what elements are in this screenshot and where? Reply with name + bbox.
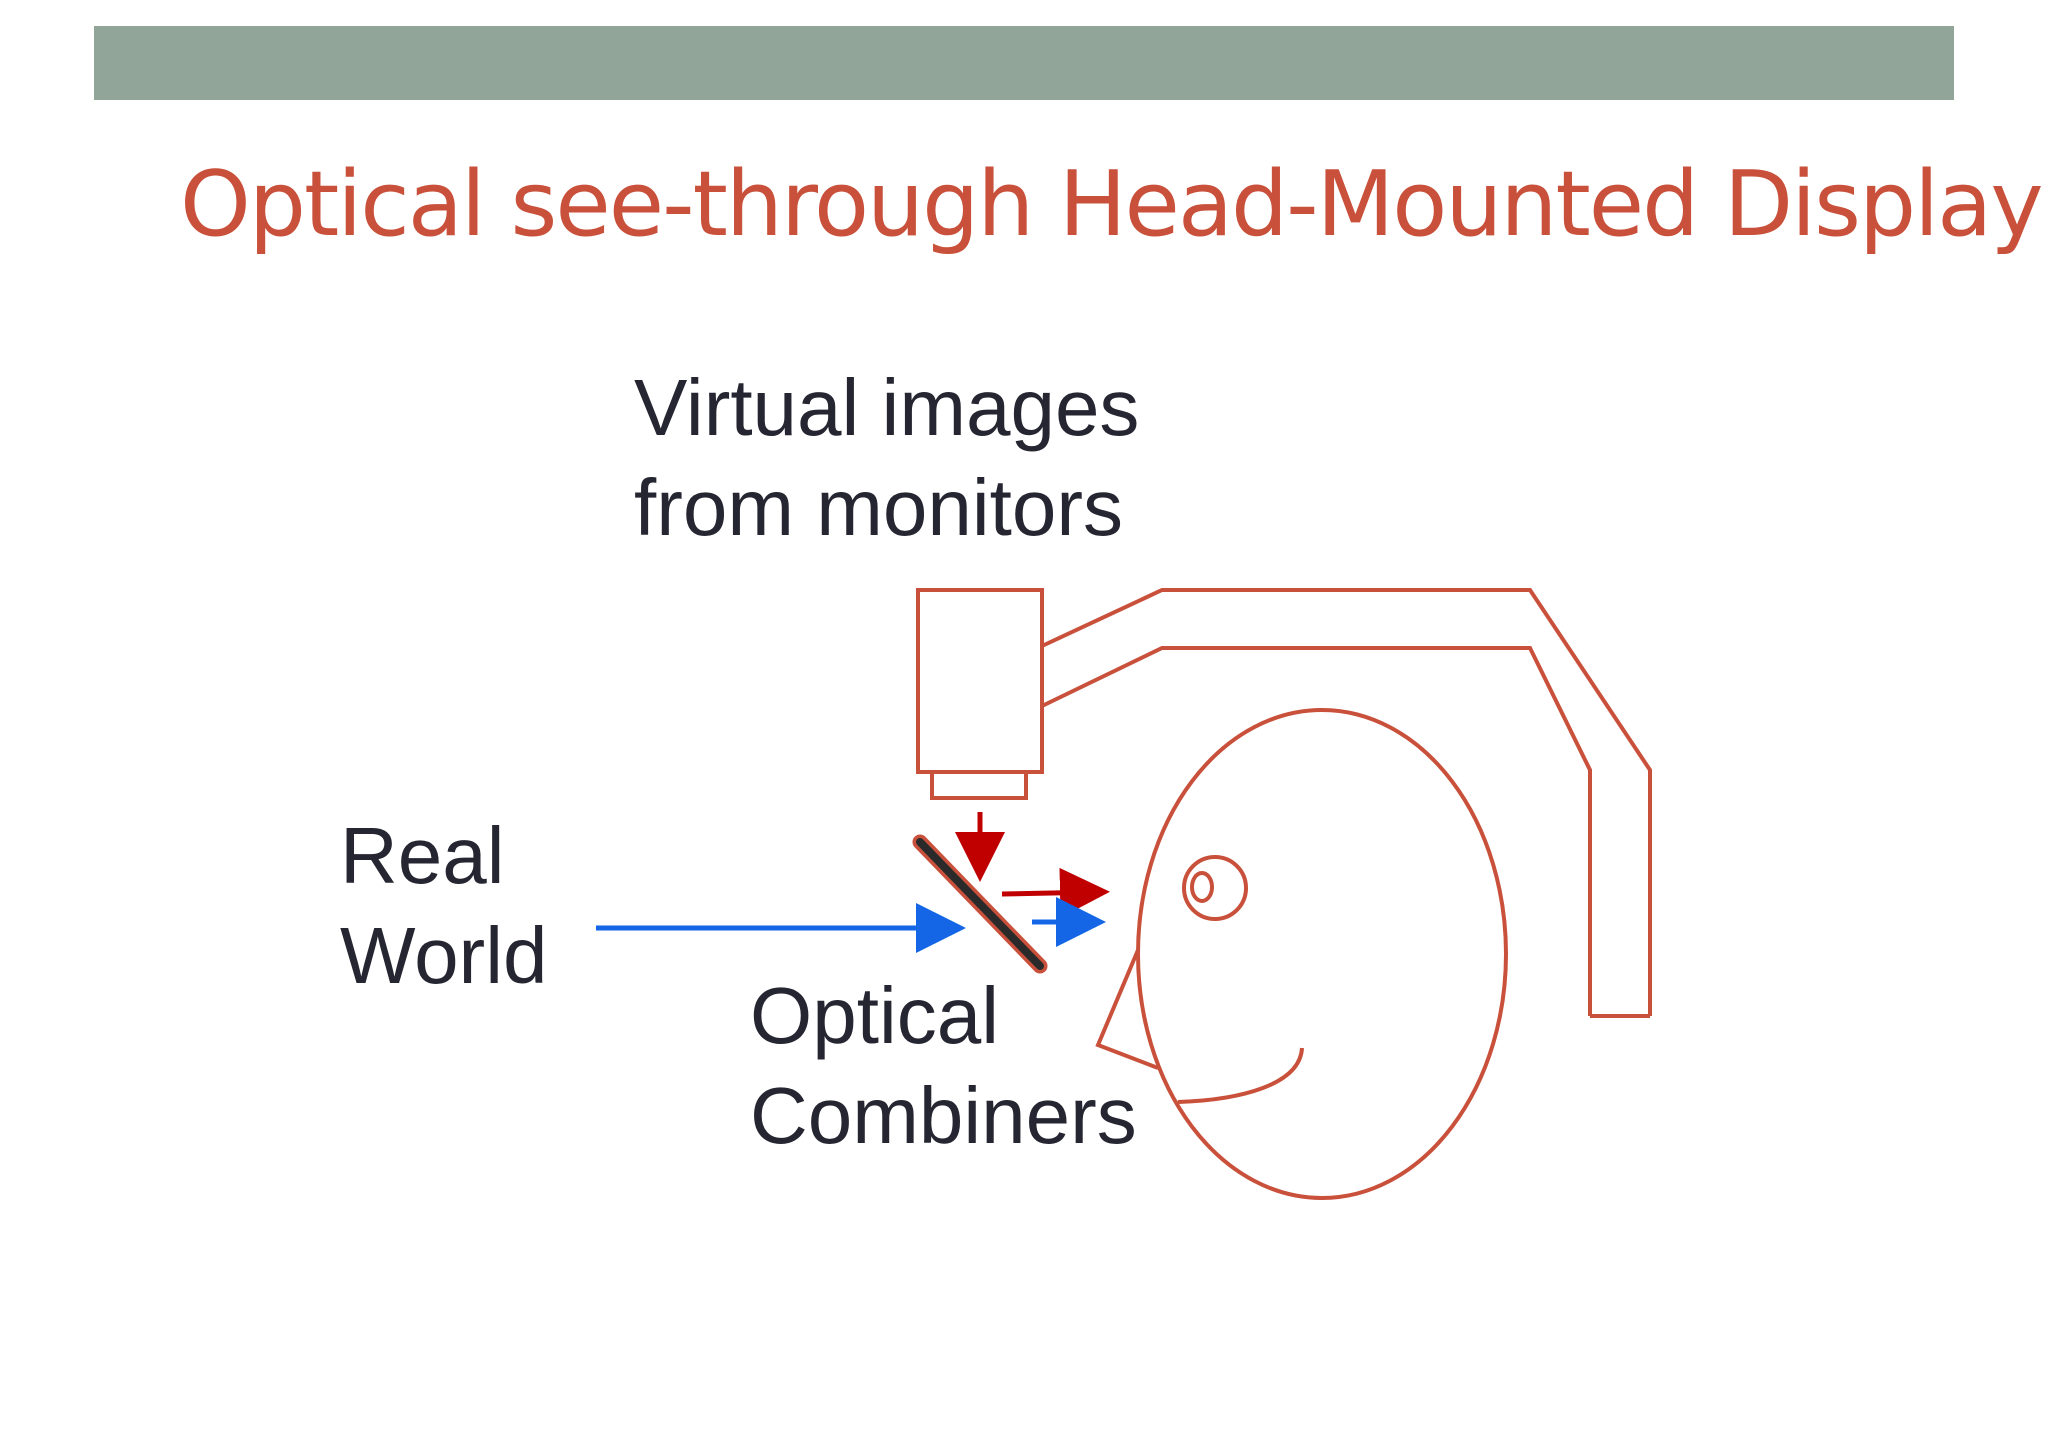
virtual-image-to-eye-arrow	[1001, 867, 1110, 918]
nose	[1095, 949, 1159, 1070]
eye-outer	[1182, 855, 1248, 921]
headband-inner-edge	[1041, 646, 1592, 1016]
real-world-label-line-1: Real	[340, 811, 505, 900]
slide-title: Optical see-through Head-Mounted Display	[180, 152, 2044, 257]
optical-combiners-label: Optical Combiners	[750, 966, 1137, 1166]
head-outline	[1136, 708, 1508, 1200]
virtual-images-label-line-2: from monitors	[634, 463, 1123, 552]
optical-combiner	[916, 838, 1044, 970]
mouth	[1177, 1047, 1304, 1104]
headband-outer-edge	[1041, 588, 1652, 1016]
optical-combiners-label-line-1: Optical	[750, 971, 999, 1060]
monitor-box	[916, 588, 1044, 774]
optical-combiners-label-line-2: Combiners	[750, 1071, 1137, 1160]
real-world-label-line-2: World	[340, 911, 548, 1000]
virtual-images-label: Virtual images from monitors	[634, 358, 1139, 558]
real-world-label: Real World	[340, 806, 547, 1006]
eye-pupil	[1190, 871, 1214, 903]
monitor-lens	[930, 770, 1028, 800]
virtual-images-label-line-1: Virtual images	[634, 363, 1140, 452]
header-bar	[94, 26, 1954, 100]
